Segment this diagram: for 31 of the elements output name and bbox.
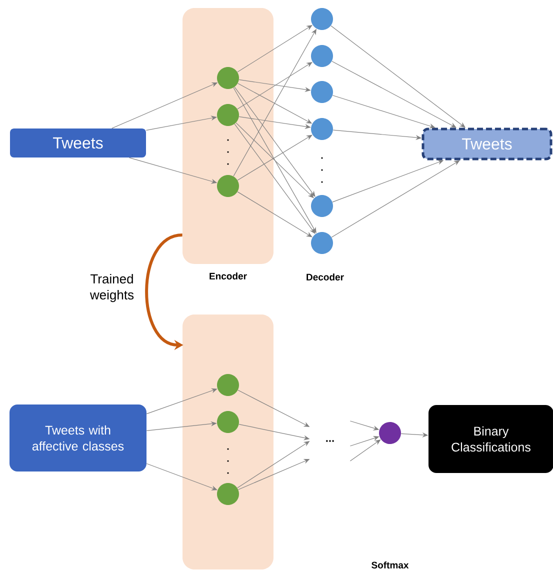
- text-label: Decoder: [306, 274, 344, 280]
- input-box: Tweets with affective classes: [10, 404, 146, 472]
- neuron: [311, 232, 333, 254]
- edge-label: Trained weights: [90, 274, 134, 302]
- arrow: [237, 192, 312, 238]
- neuron: [217, 104, 239, 126]
- neuron: [311, 8, 333, 30]
- neuron: [311, 118, 333, 140]
- layer-band: Encoder: [182, 8, 274, 280]
- arrow: [237, 134, 312, 180]
- output-box: Tweets: [422, 128, 552, 160]
- neuron: [217, 483, 239, 505]
- neuron: [379, 422, 401, 444]
- neuron: [217, 374, 239, 396]
- ellipsis: ...: [326, 440, 334, 442]
- arrow: [234, 124, 316, 234]
- neuron: [311, 195, 333, 217]
- arrow: [146, 463, 218, 490]
- text-label: Softmax: [372, 562, 409, 568]
- node-label: Encoder: [210, 272, 247, 280]
- input-box: Tweets: [10, 128, 146, 158]
- neuron: [217, 175, 239, 197]
- arrow: [146, 116, 217, 131]
- neuron: [217, 411, 239, 433]
- neuron: [217, 67, 239, 89]
- arrow: [331, 160, 460, 238]
- arrow: [234, 86, 316, 197]
- layer-band: [182, 314, 274, 570]
- neuron: [311, 81, 333, 103]
- neuron: [311, 45, 333, 67]
- output-box: Binary Classifications: [428, 405, 553, 473]
